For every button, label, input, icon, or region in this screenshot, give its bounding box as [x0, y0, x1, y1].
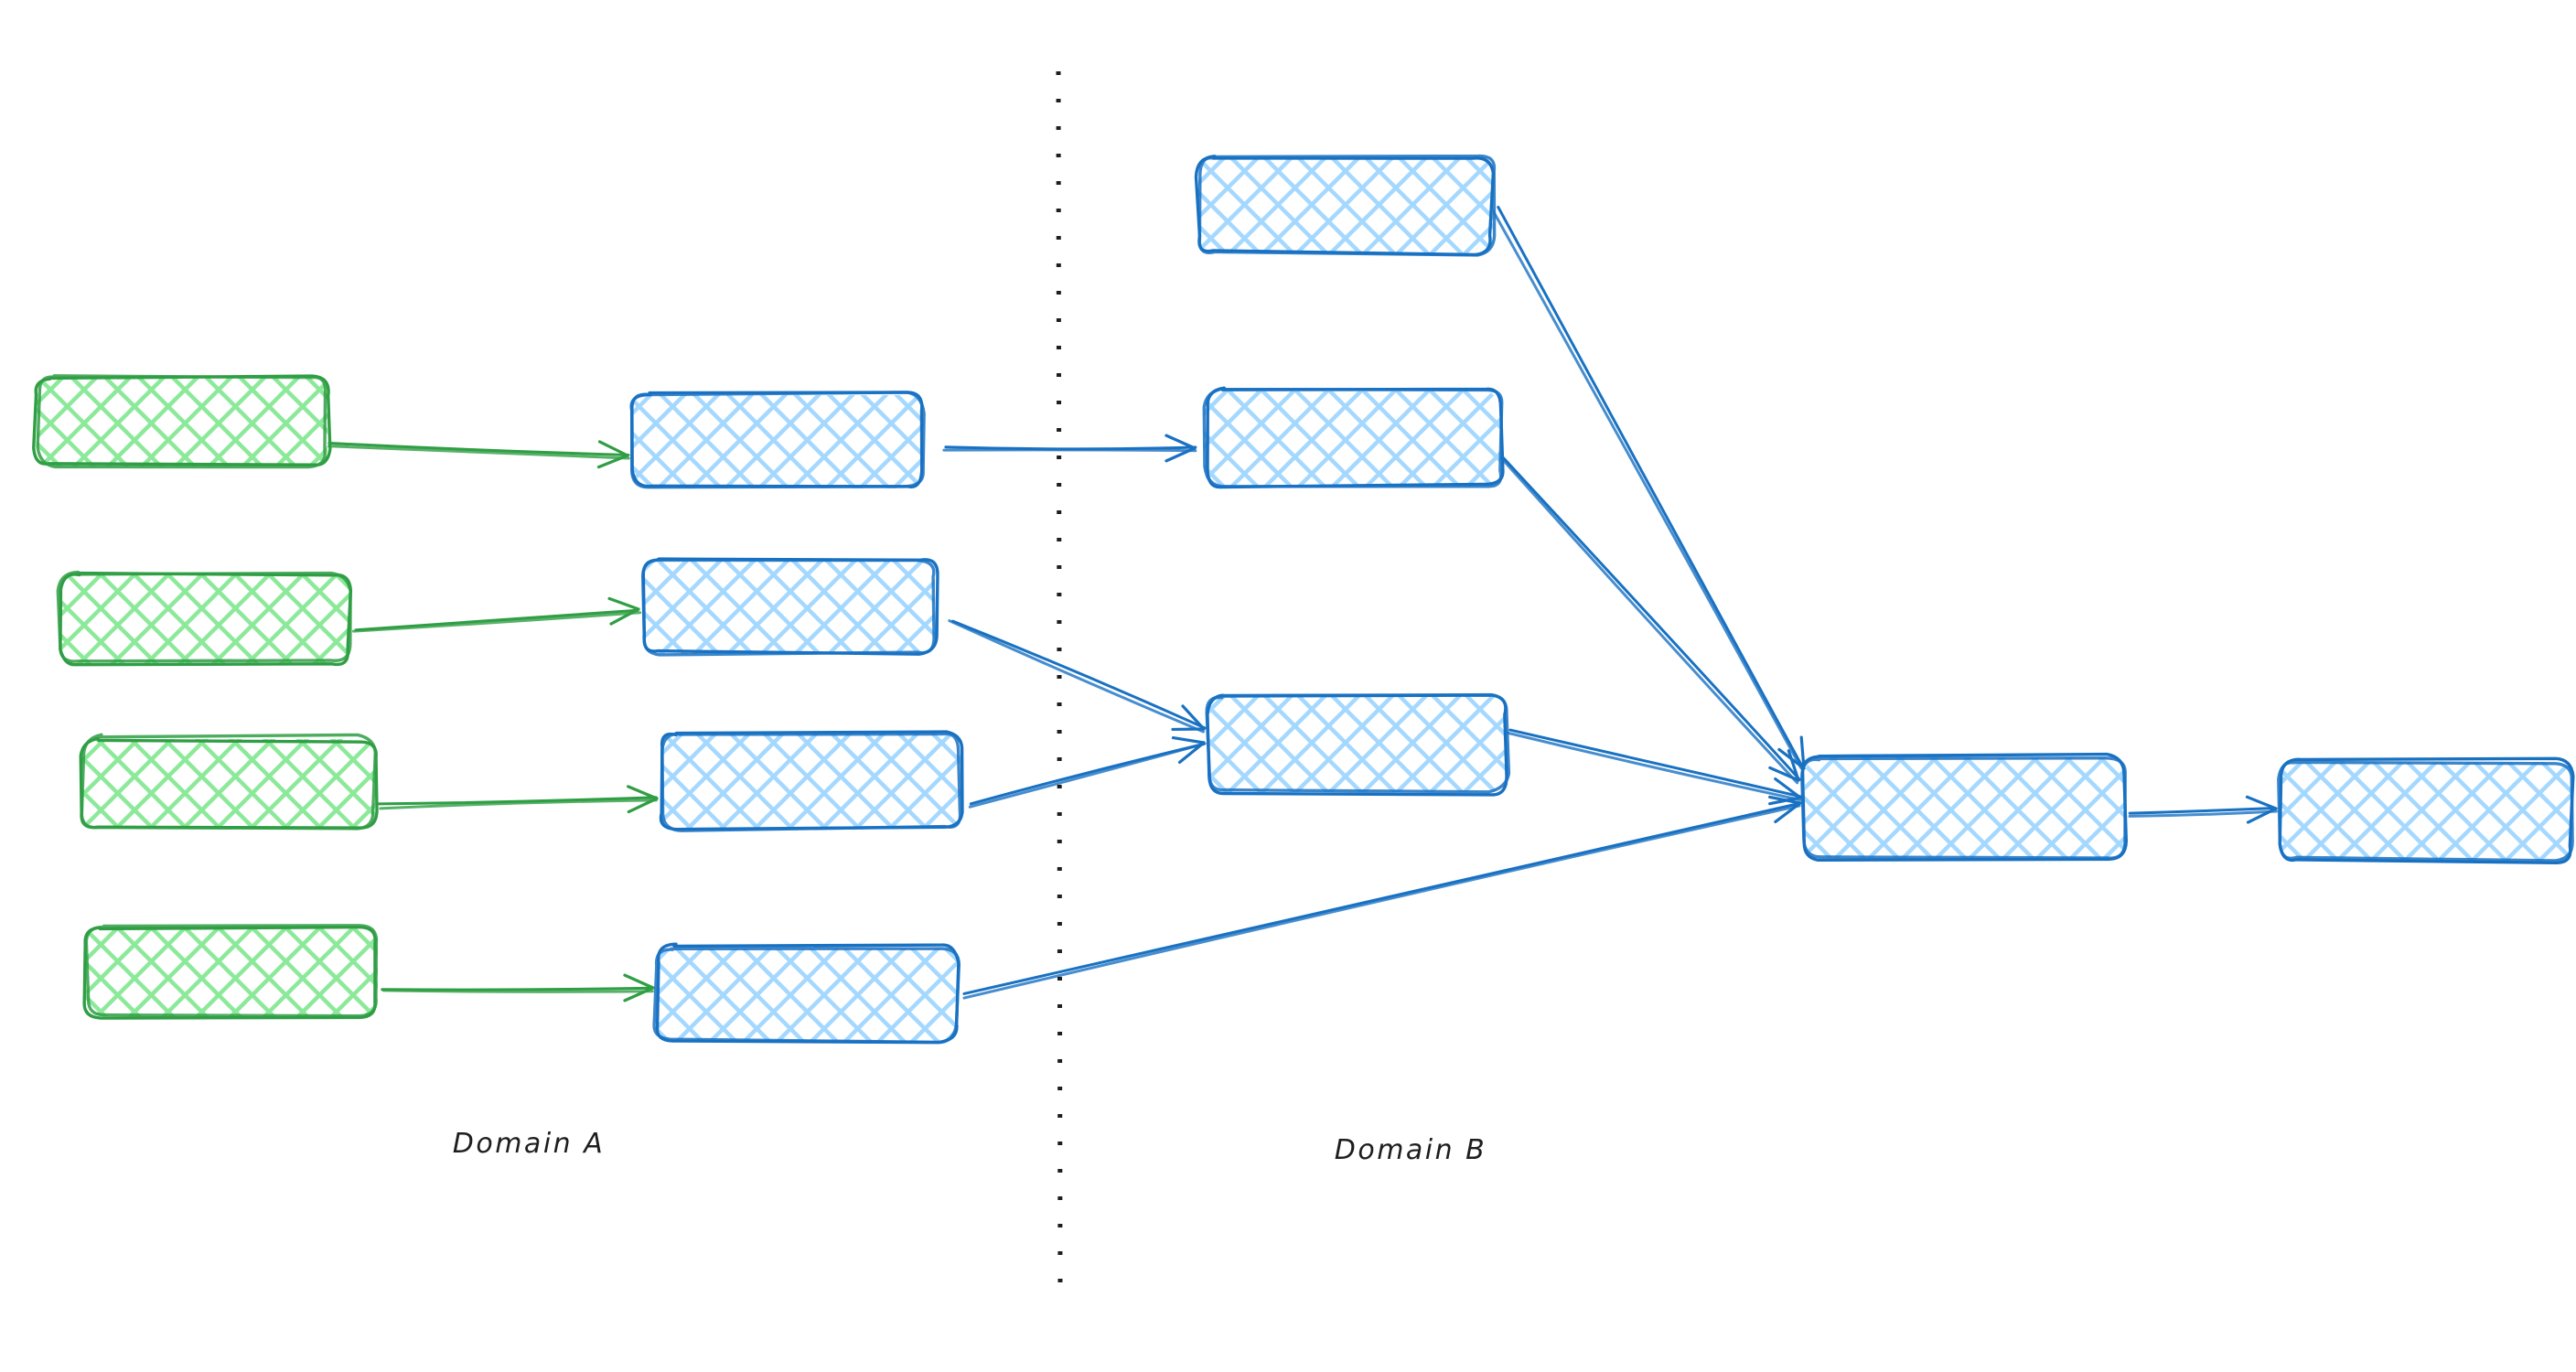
edges-layer — [327, 205, 2278, 1002]
node-a-src-3[interactable] — [79, 733, 379, 831]
label-domain-a: Domain A — [453, 1128, 605, 1160]
node-a-src-2[interactable] — [56, 570, 353, 667]
edge-e9 — [1491, 205, 1806, 770]
node-a-mid-4[interactable] — [652, 942, 961, 1045]
domain-divider-line — [1056, 70, 1063, 1300]
edge-e12 — [2128, 795, 2278, 824]
edge-e1 — [327, 440, 630, 469]
node-b-sink[interactable] — [2277, 756, 2575, 864]
node-a-mid-1[interactable] — [629, 391, 926, 489]
node-a-src-1[interactable] — [32, 374, 332, 469]
nodes-layer — [32, 154, 2575, 1045]
node-a-mid-2[interactable] — [641, 557, 939, 657]
divider-layer — [1056, 70, 1063, 1300]
node-a-mid-3[interactable] — [659, 730, 964, 832]
edge-e4 — [381, 973, 655, 1002]
node-b-node-1[interactable] — [1194, 154, 1497, 257]
edge-e2 — [351, 596, 642, 633]
node-b-node-2[interactable] — [1202, 386, 1505, 489]
node-b-hub[interactable] — [1800, 752, 2129, 863]
edge-e6 — [948, 619, 1207, 734]
edge-e5 — [942, 434, 1197, 463]
labels-layer: Domain A Domain B — [453, 1128, 1487, 1166]
edge-e3 — [377, 785, 659, 814]
edge-e8 — [962, 795, 1802, 1000]
node-a-src-4[interactable] — [82, 924, 379, 1020]
edge-e7 — [968, 735, 1207, 809]
edge-e11 — [1506, 728, 1802, 806]
edge-e10 — [1499, 456, 1801, 785]
label-domain-b: Domain B — [1335, 1134, 1487, 1166]
node-b-node-3[interactable] — [1205, 692, 1511, 797]
